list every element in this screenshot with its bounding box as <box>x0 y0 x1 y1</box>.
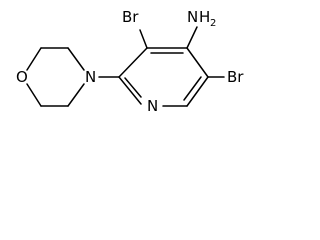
bond-n1-c2-inner <box>124 77 142 98</box>
bromine-upper-label: Br <box>122 8 139 26</box>
bond-o-cc <box>26 83 42 107</box>
structure-canvas: Br N H 2 Br N O N <box>0 0 260 120</box>
bond-n1-c2 <box>118 76 142 105</box>
bond-c2-c3 <box>118 47 148 78</box>
morpholine-n-label: N <box>85 68 96 86</box>
pyridine-n-label: N <box>147 97 158 115</box>
bond-c5-c6 <box>186 76 209 107</box>
bond-c3-br <box>139 29 148 49</box>
bond-cb-o <box>26 47 42 71</box>
amine-h-label: H <box>199 8 210 26</box>
bromine-right-label: Br <box>227 68 244 86</box>
amine-group-label: N H 2 <box>187 8 216 29</box>
morpholine-ring <box>26 47 85 107</box>
bond-cd-mn <box>67 83 85 107</box>
bond-c4-c5 <box>186 47 209 78</box>
bond-mn-ca <box>67 47 85 71</box>
atom-labels: Br N H 2 Br N O N <box>16 8 244 115</box>
molecule-drawing: Br N H 2 Br N O N <box>16 8 244 115</box>
bond-c5-c6-inner <box>183 76 202 101</box>
amine-n-label: N <box>187 8 198 26</box>
bond-c4-nh2 <box>186 26 198 49</box>
substituent-bonds <box>98 26 225 78</box>
amine-h-count: 2 <box>210 18 216 29</box>
morpholine-o-label: O <box>16 68 28 86</box>
pyridine-ring <box>118 47 209 107</box>
